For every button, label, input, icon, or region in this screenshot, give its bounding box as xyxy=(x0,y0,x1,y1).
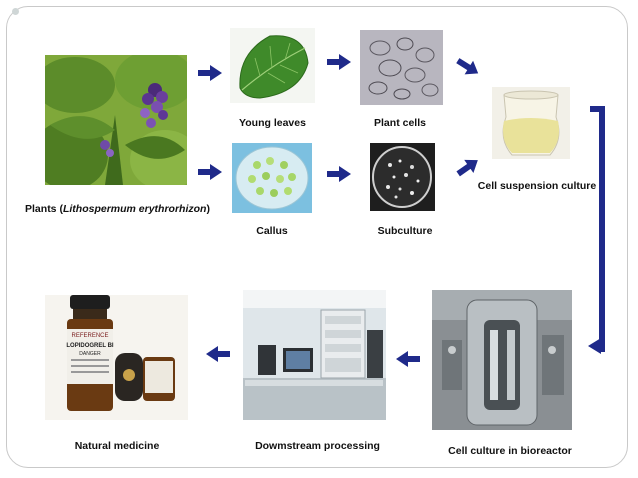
bottle-hazard-text: DANGER xyxy=(79,351,101,357)
arrow-leaves-to-cells xyxy=(327,53,351,71)
subculture-caption: Subculture xyxy=(377,225,433,237)
downstream-photo xyxy=(243,290,386,420)
subculture-photo xyxy=(370,143,435,211)
arrow-cells-to-suspension xyxy=(455,55,481,79)
bioreactor-caption: Cell culture in bioreactor xyxy=(448,445,572,457)
plant-cells-caption: Plant cells xyxy=(374,117,426,129)
natural-medicine-caption: Natural medicine xyxy=(74,440,160,452)
arrow-downstream-to-medicine xyxy=(206,345,230,363)
downstream-caption: Dowmstream processing xyxy=(255,440,380,452)
plants-caption: Plants (Lithospermum erythrorhizon) xyxy=(25,203,210,215)
plants-caption-prefix: Plants ( xyxy=(25,203,63,215)
plants-caption-suffix: ) xyxy=(206,203,210,215)
arrow-bioreactor-to-downstream xyxy=(396,350,420,368)
callus-caption: Callus xyxy=(256,225,288,237)
young-leaves-photo xyxy=(230,28,315,103)
plants-caption-species: Lithospermum erythrorhizon xyxy=(62,203,207,215)
arrow-plants-to-young-leaves xyxy=(198,64,222,82)
natural-medicine-photo: REFERENCE LOPIDOGREL BI DANGER xyxy=(45,295,188,420)
slide-bullet-dot xyxy=(12,8,19,15)
arrow-callus-to-subculture xyxy=(327,165,351,183)
cell-suspension-caption: Cell suspension culture xyxy=(477,180,597,192)
connector-suspension-to-bioreactor xyxy=(585,100,613,362)
cell-suspension-photo xyxy=(492,87,570,159)
arrow-plants-to-callus xyxy=(198,163,222,181)
arrow-subculture-to-suspension xyxy=(455,155,481,179)
plant-cells-photo xyxy=(360,30,443,105)
bottle-brand-text: REFERENCE xyxy=(71,333,108,339)
young-leaves-caption: Young leaves xyxy=(239,117,306,129)
callus-photo xyxy=(232,143,312,213)
bioreactor-photo xyxy=(432,290,572,430)
bottle-name-text: LOPIDOGREL BI xyxy=(66,343,114,349)
plants-photo xyxy=(45,55,187,185)
